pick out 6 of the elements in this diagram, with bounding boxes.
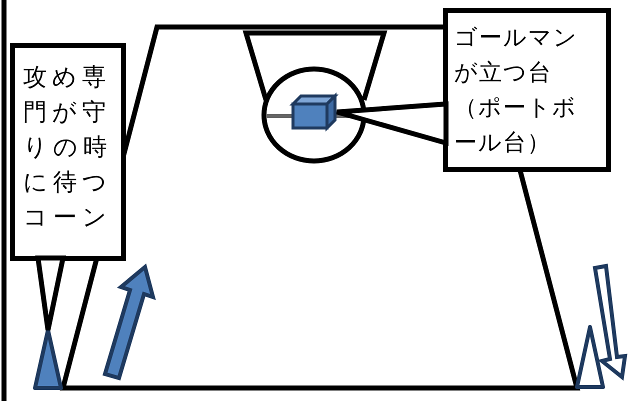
callout-pointer <box>334 102 448 146</box>
callout-text: ゴールマンが立つ台（ポートボール台） <box>454 24 579 158</box>
callout-box <box>10 43 126 261</box>
callout-box <box>443 8 611 172</box>
callout-text: 攻め専門が守りの時に待つコーン <box>23 62 113 233</box>
callout-pointer <box>36 256 66 332</box>
